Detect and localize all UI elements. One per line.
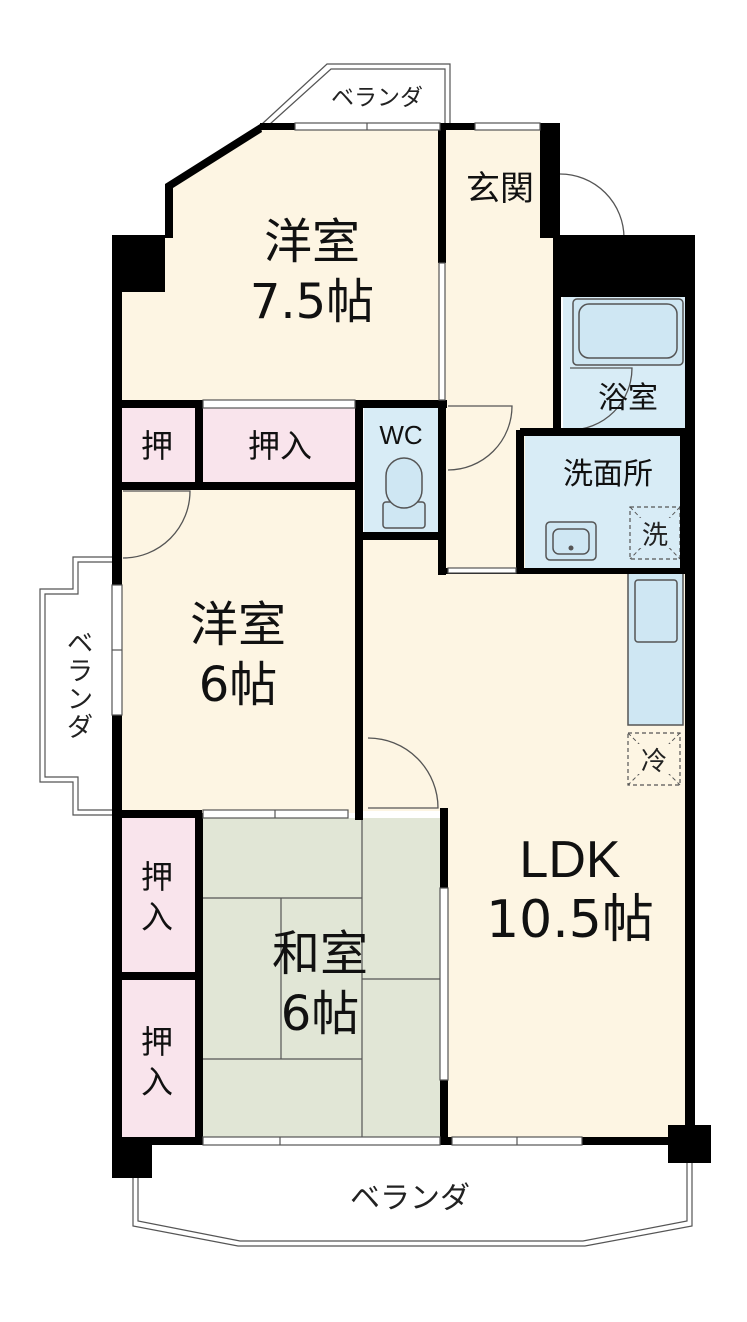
room-name-entrance: 玄関 bbox=[466, 169, 534, 209]
room-size-ldk: 10.5帖 bbox=[486, 890, 654, 950]
room-size-western-6: 6帖 bbox=[199, 657, 278, 713]
door-ldk bbox=[367, 737, 439, 809]
closet-japanese-1-line2: 入 bbox=[141, 898, 173, 936]
balcony-left-char-1: ベ bbox=[67, 629, 93, 659]
floor-corridor bbox=[362, 540, 452, 811]
sliding-washroom-ldk bbox=[447, 567, 517, 574]
windows bbox=[111, 122, 583, 1146]
window-entrance-top bbox=[474, 122, 541, 131]
floor-western-75 bbox=[118, 126, 442, 400]
room-name-closet-top: 押入 bbox=[248, 427, 312, 465]
balcony-bottom-label: ベランダ bbox=[350, 1181, 470, 1216]
door-swings bbox=[122, 173, 633, 809]
room-name-closet-small: 押 bbox=[141, 427, 173, 465]
floor-closet-top bbox=[202, 404, 358, 484]
room-size-western-75: 7.5帖 bbox=[250, 274, 374, 330]
floor-western-6 bbox=[118, 487, 358, 813]
balcony-left: ベ ラ ン ダ bbox=[39, 556, 112, 816]
sliding-closet-top bbox=[202, 399, 356, 409]
room-name-western-75: 洋室 bbox=[264, 214, 360, 270]
door-western-6 bbox=[122, 490, 191, 559]
floor-closet-japanese-2 bbox=[118, 980, 196, 1140]
kitchen-counter bbox=[627, 572, 684, 726]
balcony-top: ベランダ bbox=[261, 63, 451, 125]
balcony-left-label: ベ ラ ン ダ bbox=[67, 629, 93, 743]
floor-closet-small bbox=[118, 404, 196, 484]
window-japanese-bottom bbox=[202, 1136, 441, 1146]
balcony-left-char-4: ダ bbox=[67, 713, 93, 743]
tatami-lines bbox=[200, 818, 444, 1140]
floor-closet-japanese-1 bbox=[118, 818, 196, 972]
room-labels: 洋室 7.5帖 玄関 浴室 WC 洗面所 押 押入 洋室 6帖 LDK 10.5… bbox=[141, 169, 658, 1101]
door-wc bbox=[447, 405, 513, 471]
bathtub bbox=[572, 298, 684, 366]
room-name-washroom: 洗面所 bbox=[563, 457, 653, 492]
room-name-bath: 浴室 bbox=[598, 381, 658, 416]
room-name-ldk: LDK bbox=[519, 831, 620, 889]
balcony-left-char-3: ン bbox=[67, 685, 93, 715]
balcony-top-label: ベランダ bbox=[331, 85, 423, 111]
wash-basin bbox=[545, 521, 597, 561]
room-name-japanese: 和室 bbox=[272, 926, 368, 982]
balcony-bottom: ベランダ bbox=[132, 1160, 693, 1247]
closet-japanese-2-line1: 押 bbox=[141, 1023, 173, 1061]
fridge-label: 冷 bbox=[641, 747, 667, 777]
fridge-space: 冷 bbox=[627, 732, 681, 786]
room-size-japanese: 6帖 bbox=[281, 986, 360, 1042]
closet-japanese-2-line2: 入 bbox=[141, 1063, 173, 1101]
room-name-western-6: 洋室 bbox=[190, 597, 286, 653]
closet-japanese-1-line1: 押 bbox=[141, 858, 173, 896]
sliding-japanese-ldk bbox=[439, 887, 449, 1081]
room-name-wc: WC bbox=[379, 420, 422, 450]
sliding-western-75 bbox=[438, 262, 446, 401]
washer-space: 洗 bbox=[629, 506, 681, 560]
toilet bbox=[382, 457, 426, 529]
balcony-left-char-2: ラ bbox=[67, 657, 93, 687]
washer-label: 洗 bbox=[642, 521, 668, 551]
door-entrance bbox=[559, 173, 625, 239]
